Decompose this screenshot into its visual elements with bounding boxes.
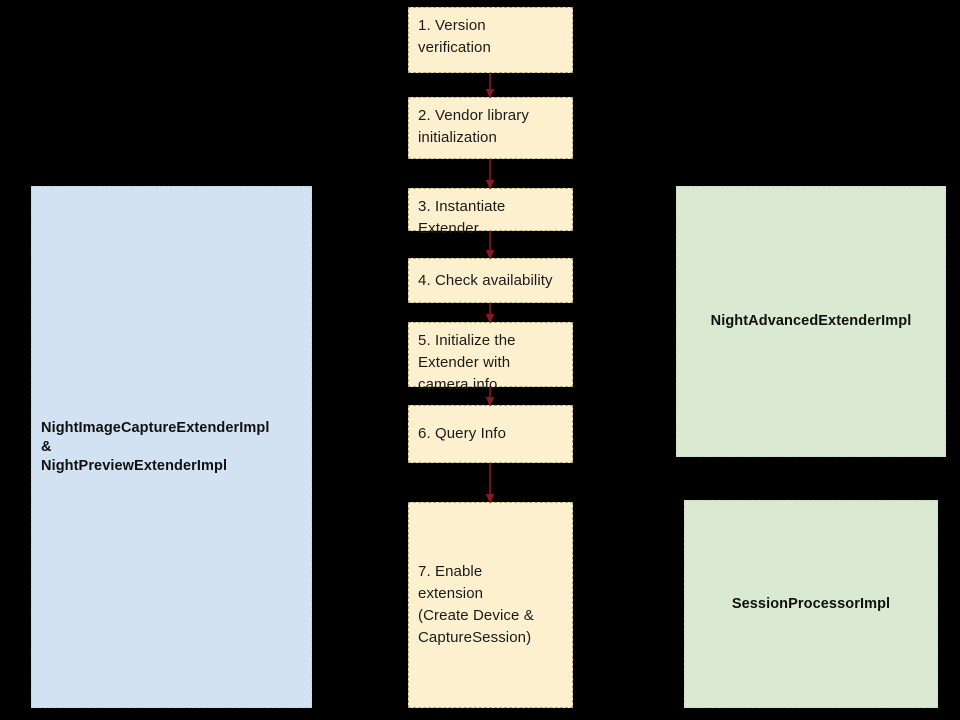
basic-extender-group-box[interactable]: NightImageCaptureExtenderImpl & NightPre… <box>31 186 312 708</box>
step-box-3[interactable]: 3. Instantiate Extender <box>408 188 573 237</box>
step-box-4[interactable]: 4. Check availability <box>408 258 573 303</box>
step-label-4: 4. Check availability <box>418 271 553 289</box>
step-box-6[interactable]: 6. Query Info <box>408 405 573 463</box>
step-label-7: 7. Enable extension (Create Device & Cap… <box>418 563 534 646</box>
step-label-6: 6. Query Info <box>418 425 507 442</box>
step-label-1: 1. Version verification <box>418 17 491 56</box>
step-box-2[interactable]: 2. Vendor library initialization <box>408 97 573 159</box>
step-label-5: 5. Initialize the Extender with camera i… <box>418 332 516 393</box>
session-processor-group-label: SessionProcessorImpl <box>731 595 891 612</box>
step-box-1[interactable]: 1. Version verification <box>408 7 573 73</box>
advanced-extender-group-label: NightAdvancedExtenderImpl <box>710 313 912 329</box>
session-processor-group-box[interactable]: SessionProcessorImpl <box>684 500 938 708</box>
step-label-2: 2. Vendor library initialization <box>418 107 529 146</box>
basic-extender-group-label: NightImageCaptureExtenderImpl & NightPre… <box>41 419 270 474</box>
step-box-5[interactable]: 5. Initialize the Extender with camera i… <box>408 322 573 393</box>
step-label-3: 3. Instantiate Extender <box>418 198 506 237</box>
advanced-extender-group-box[interactable]: NightAdvancedExtenderImpl <box>676 186 946 457</box>
